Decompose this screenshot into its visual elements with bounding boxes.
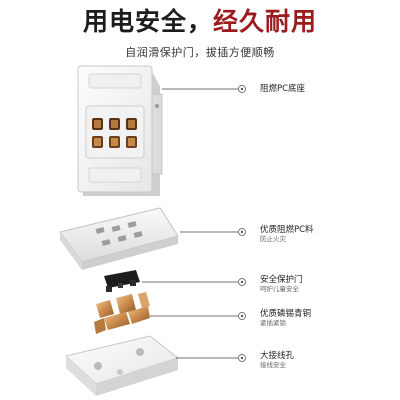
leader-dots (238, 85, 246, 362)
callout-pc-base-top: 阻燃PC底座 (260, 84, 305, 94)
copper-contacts (94, 292, 150, 334)
subtitle: 自润滑保护门，拔插方便顺畅 (125, 46, 275, 59)
leader-lines (142, 88, 238, 359)
callout-title: 大接线孔 (260, 351, 295, 361)
callout-title: 阻燃PC底座 (260, 84, 306, 94)
socket-holes (92, 118, 137, 148)
callout-bronze: 优质磷锡青铜 紧插紧锁 (260, 309, 311, 327)
headline-part2: 经久耐用 (213, 7, 318, 36)
callout-wiring-hole: 大接线孔 接线安全 (260, 351, 294, 369)
callout-pc-material: 优质阻燃PC料 防止火灾 (260, 225, 314, 243)
pc-base (64, 335, 180, 396)
callout-safety-door: 安全保护门 呵护儿童安全 (260, 275, 303, 293)
callout-title: 优质阻燃PC料 (260, 225, 314, 235)
safety-shutter (104, 270, 140, 292)
callout-subtitle: 紧插紧锁 (260, 319, 286, 327)
pc-cover-plate (59, 207, 179, 270)
headline: 用电安全，经久耐用 (0, 2, 400, 38)
leader-dot-centers (240, 87, 244, 360)
callout-title: 安全保护门 (260, 275, 303, 285)
callout-subtitle: 呵护儿童安全 (260, 285, 299, 293)
callout-subtitle: 防止火灾 (260, 235, 286, 243)
callout-subtitle: 接线安全 (260, 361, 286, 369)
socket-module (77, 65, 163, 196)
headline-part1: 用电安全， (82, 7, 213, 36)
callout-title: 优质磷锡青铜 (260, 309, 312, 319)
